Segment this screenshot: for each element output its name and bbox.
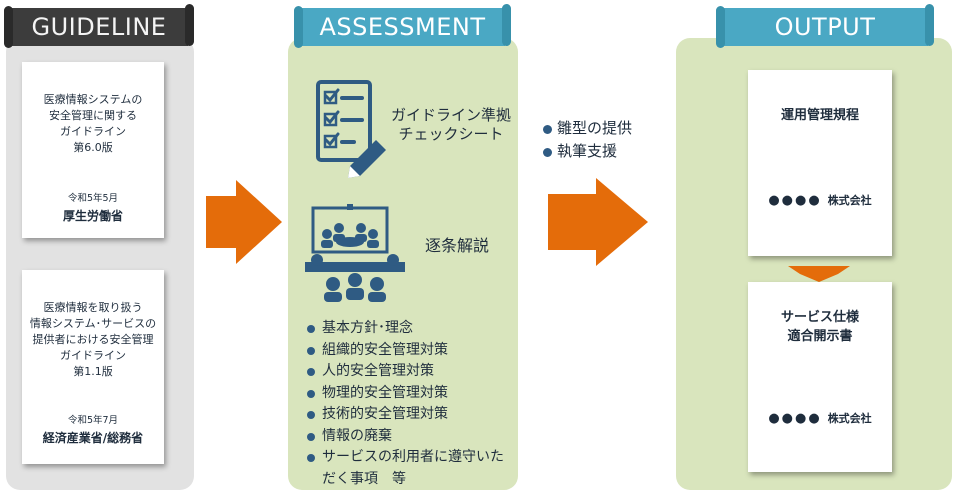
title-line: 適合開示書 xyxy=(787,329,853,344)
guideline-card-title: 医療情報を取り扱う 情報システム･サービスの 提供者における安全管理 ガイドライ… xyxy=(26,300,160,380)
output-banner: OUTPUT xyxy=(716,4,934,48)
company-suffix: 株式会社 xyxy=(827,194,872,207)
banner-curl-right xyxy=(185,4,194,46)
output-card-company: ●●●● 株式会社 xyxy=(748,192,892,208)
list-item: 情報の廃棄 xyxy=(305,426,517,448)
list-item: 人的安全管理対策 xyxy=(305,361,517,383)
company-suffix: 株式会社 xyxy=(827,412,872,425)
guideline-title: GUIDELINE xyxy=(31,13,167,41)
support-list: 雛型の提供 執筆支援 xyxy=(542,117,632,163)
list-item: 物理的安全管理対策 xyxy=(305,383,517,405)
flow-arrow-right-icon xyxy=(548,178,648,266)
list-item: 基本方針･理念 xyxy=(305,318,517,340)
title-line: 運用管理規程 xyxy=(780,108,859,123)
guideline-card-title: 医療情報システムの 安全管理に関する ガイドライン 第6.0版 xyxy=(26,92,160,156)
title-line: 第1.1版 xyxy=(73,365,113,378)
list-item: サービスの利用者に遵守いただく事項 等 xyxy=(305,447,517,490)
guideline-card-publisher: 経済産業省/総務省 xyxy=(42,431,144,445)
flow-arrow-down-icon xyxy=(788,266,850,282)
output-card-title: サービス仕様 適合開示書 xyxy=(752,308,888,346)
title-line: ガイドライン xyxy=(60,125,126,138)
guideline-card-date: 令和5年5月 xyxy=(67,193,119,204)
flow-arrow-right-icon xyxy=(206,180,282,264)
meeting-presentation-icon xyxy=(305,204,405,302)
banner-curl-left xyxy=(4,6,13,48)
title-line: サービス仕様 xyxy=(780,310,859,325)
title-line: 提供者における安全管理 xyxy=(32,333,154,346)
title-line: 医療情報システムの xyxy=(43,93,143,106)
assessment-title: ASSESSMENT xyxy=(319,13,486,41)
title-line: 情報システム･サービスの xyxy=(29,317,157,330)
label-line: チェックシート xyxy=(398,125,504,143)
topic-list: 基本方針･理念 組織的安全管理対策 人的安全管理対策 物理的安全管理対策 技術的… xyxy=(305,318,517,490)
guideline-banner: GUIDELINE xyxy=(4,4,194,48)
company-dots: ●●●● xyxy=(768,193,822,208)
checklist-label: ガイドライン準拠 チェックシート xyxy=(384,106,518,144)
assessment-banner: ASSESSMENT xyxy=(294,4,511,48)
title-line: 医療情報を取り扱う xyxy=(43,301,143,314)
banner-curl-right xyxy=(925,4,934,46)
label-line: ガイドライン準拠 xyxy=(390,106,511,124)
title-line: 第6.0版 xyxy=(73,141,113,154)
company-dots: ●●●● xyxy=(768,411,822,426)
guideline-card-mhlw: 医療情報システムの 安全管理に関する ガイドライン 第6.0版 令和5年5月 厚… xyxy=(22,62,164,238)
title-line: 安全管理に関する xyxy=(49,109,137,122)
output-card-operation-rules: 運用管理規程 ●●●● 株式会社 xyxy=(748,70,892,256)
output-card-title: 運用管理規程 xyxy=(752,106,888,125)
list-item: 技術的安全管理対策 xyxy=(305,404,517,426)
checklist-pencil-icon xyxy=(316,80,386,178)
list-item: 雛型の提供 xyxy=(542,117,632,140)
list-item: 組織的安全管理対策 xyxy=(305,340,517,362)
output-card-service-spec: サービス仕様 適合開示書 ●●●● 株式会社 xyxy=(748,282,892,472)
banner-curl-left xyxy=(294,6,303,48)
guideline-card-date: 令和5年7月 xyxy=(67,415,119,426)
output-card-company: ●●●● 株式会社 xyxy=(748,410,892,426)
guideline-card-meti: 医療情報を取り扱う 情報システム･サービスの 提供者における安全管理 ガイドライ… xyxy=(22,270,164,464)
output-title: OUTPUT xyxy=(774,13,876,41)
banner-curl-right xyxy=(502,4,511,46)
banner-curl-left xyxy=(716,6,725,48)
commentary-label: 逐条解説 xyxy=(424,236,489,255)
title-line: ガイドライン xyxy=(60,349,126,362)
guideline-card-publisher: 厚生労働省 xyxy=(62,209,123,223)
list-item: 執筆支援 xyxy=(542,140,632,163)
